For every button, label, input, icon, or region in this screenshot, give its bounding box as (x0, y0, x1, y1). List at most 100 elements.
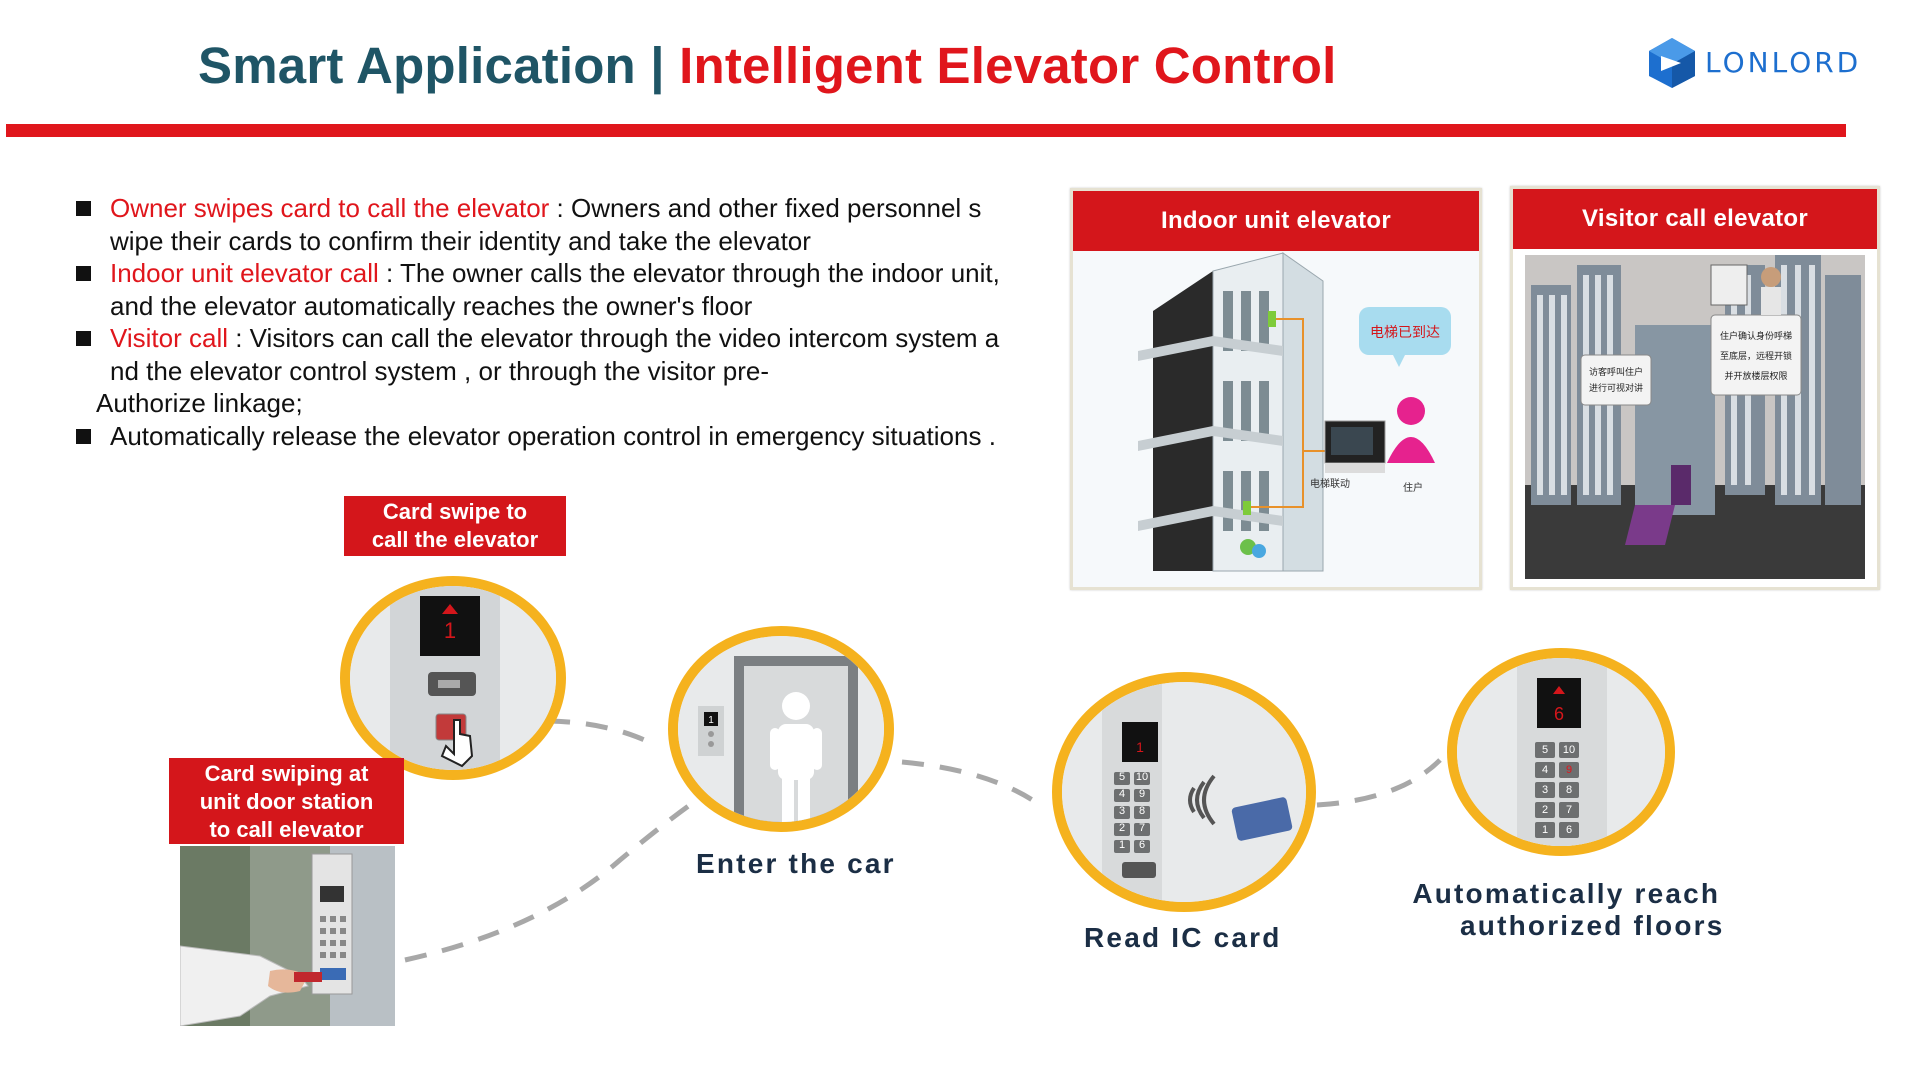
elevator-key-label: 4 (1119, 788, 1125, 800)
bullet-square-icon (76, 201, 91, 216)
person-icon (782, 692, 810, 720)
bullet-highlight: Visitor call (110, 323, 229, 353)
visitor-call-illustration: 访客呼叫住户 进行可视对讲 住户确认身份呼梯 至底层，远程开锁 并开放楼层权限 (1525, 255, 1865, 579)
resident-bubble-text: 至底层，远程开锁 (1720, 350, 1792, 361)
elevator-key (1535, 762, 1555, 778)
visitor-elevator-panel: Visitor call elevator 访客呼叫住户 进行可视对讲 住户确认… (1510, 186, 1880, 590)
resident-bubble-text: 并开放楼层权限 (1724, 370, 1787, 381)
elevator-key (1559, 802, 1579, 818)
elevator-key-label: 8 (1139, 805, 1145, 817)
elevator-key (1559, 822, 1579, 838)
bullet-highlight: Indoor unit elevator call (110, 258, 379, 288)
enter-car-photo: 1 (668, 626, 894, 832)
step-label-line: authorized floors (1460, 910, 1725, 941)
bullet-square-icon (76, 428, 91, 444)
elevator-key-label: 5 (1542, 744, 1548, 756)
title-part2: Intelligent Elevator Control (679, 37, 1337, 94)
elevator-key (1114, 823, 1130, 836)
visitor-bubble-text: 进行可视对讲 (1589, 382, 1643, 393)
title-separator: | (635, 37, 680, 94)
tag-line: Card swipe to (382, 499, 528, 524)
elevator-key-label: 8 (1566, 784, 1572, 796)
elevator-key (1535, 822, 1555, 838)
elevator-key (1114, 840, 1130, 853)
list-item: Indoor unit elevator call : The owner ca… (74, 257, 1074, 322)
list-item: Visitor call : Visitors can call the ele… (74, 322, 1074, 387)
link-label: 电梯联动 (1310, 477, 1350, 490)
hand-pointer-icon (440, 719, 474, 768)
feature-list: Owner swipes card to call the elevator :… (74, 192, 1074, 452)
elevator-key (1114, 772, 1130, 785)
bullet-text: : Owners and other fixed personnel s (549, 193, 982, 223)
elevator-key (1559, 762, 1579, 778)
hall-panel-illustration: 1 (350, 586, 556, 770)
page-title: Smart Application | Intelligent Elevator… (198, 36, 1336, 95)
indoor-elevator-illustration: 电梯联动 电梯已到达 住户 (1073, 251, 1479, 587)
elevator-key (1134, 806, 1150, 819)
car-floor-display: 1 (708, 715, 714, 726)
logo-text: LONLORD (1705, 46, 1862, 79)
bullet-text: nd the elevator control system , or thro… (110, 355, 769, 386)
bullet-text: Authorize linkage; (96, 388, 303, 418)
step-enter-car: Enter the car (696, 848, 896, 879)
elevator-key (1134, 823, 1150, 836)
elevator-key-label: 1 (1119, 839, 1125, 851)
card-panel-floor-display: 1 (1136, 739, 1144, 755)
door-station-photo (180, 846, 395, 1026)
list-item: Owner swipes card to call the elevator :… (74, 192, 1074, 257)
elevator-key (1535, 742, 1555, 758)
step-reach-floors: Automatically reach authorized floors (1408, 878, 1725, 942)
car-illustration: 1 (678, 636, 884, 822)
door-station-tag: Card swiping at unit door station to cal… (169, 758, 404, 844)
elevator-key-label: 6 (1566, 824, 1572, 836)
elevator-key-label: 10 (1136, 771, 1148, 783)
header-divider (6, 124, 1846, 137)
tag-line: unit door station (199, 789, 374, 814)
title-part1: Smart Application (198, 37, 636, 94)
bullet-highlight: Owner swipes card to call the elevator (110, 193, 550, 223)
brand-logo: LONLORD (1645, 36, 1895, 90)
card-swipe-tag: Card swipe to call the elevator (344, 496, 566, 556)
elevator-key (1559, 742, 1579, 758)
logo-cube-icon (1649, 38, 1695, 88)
list-item: Automatically release the elevator opera… (74, 420, 1074, 453)
step-read-card: Read IC card (1084, 922, 1282, 953)
visitor-bubble-text: 访客呼叫住户 (1589, 366, 1643, 377)
elevator-key-label: 9 (1566, 764, 1572, 776)
bullet-text: : Visitors can call the elevator through… (228, 323, 1000, 353)
final-floor-display: 6 (1554, 704, 1564, 724)
bullet-text: Automatically release the elevator opera… (110, 420, 996, 451)
elevator-key-label: 2 (1542, 804, 1548, 816)
hall-call-panel-photo: 1 (340, 576, 566, 780)
hall-floor-display: 1 (444, 618, 456, 643)
elevator-key-label: 6 (1139, 839, 1145, 851)
elevator-key (1134, 789, 1150, 802)
tag-line: call the elevator (371, 527, 539, 552)
tag-line: to call elevator (209, 817, 364, 842)
panel-header: Indoor unit elevator (1073, 191, 1479, 251)
panel-header: Visitor call elevator (1513, 189, 1877, 249)
bullet-square-icon (76, 266, 91, 281)
elevator-key-label: 1 (1542, 824, 1548, 836)
bullet-text: and the elevator automatically reaches t… (110, 290, 753, 321)
elevator-key-label: 7 (1139, 822, 1145, 834)
elevator-key-label: 10 (1563, 744, 1575, 756)
step-label-line: Automatically reach (1412, 878, 1721, 909)
elevator-key (1559, 782, 1579, 798)
elevator-key-label: 5 (1119, 771, 1125, 783)
elevator-key (1134, 772, 1150, 785)
elevator-key-label: 3 (1119, 805, 1125, 817)
elevator-key (1535, 782, 1555, 798)
wireless-signal-icon (1188, 774, 1216, 826)
arrival-bubble-text: 电梯已到达 (1370, 324, 1440, 340)
indoor-elevator-panel: Indoor unit elevator 电梯联动 电梯已到达 (1070, 188, 1482, 590)
elevator-key (1114, 806, 1130, 819)
bullet-square-icon (76, 331, 91, 346)
elevator-key-label: 4 (1542, 764, 1548, 776)
elevator-key (1535, 802, 1555, 818)
bullet-text: wipe their cards to confirm their identi… (110, 225, 811, 256)
resident-bubble-text: 住户确认身份呼梯 (1720, 330, 1792, 341)
